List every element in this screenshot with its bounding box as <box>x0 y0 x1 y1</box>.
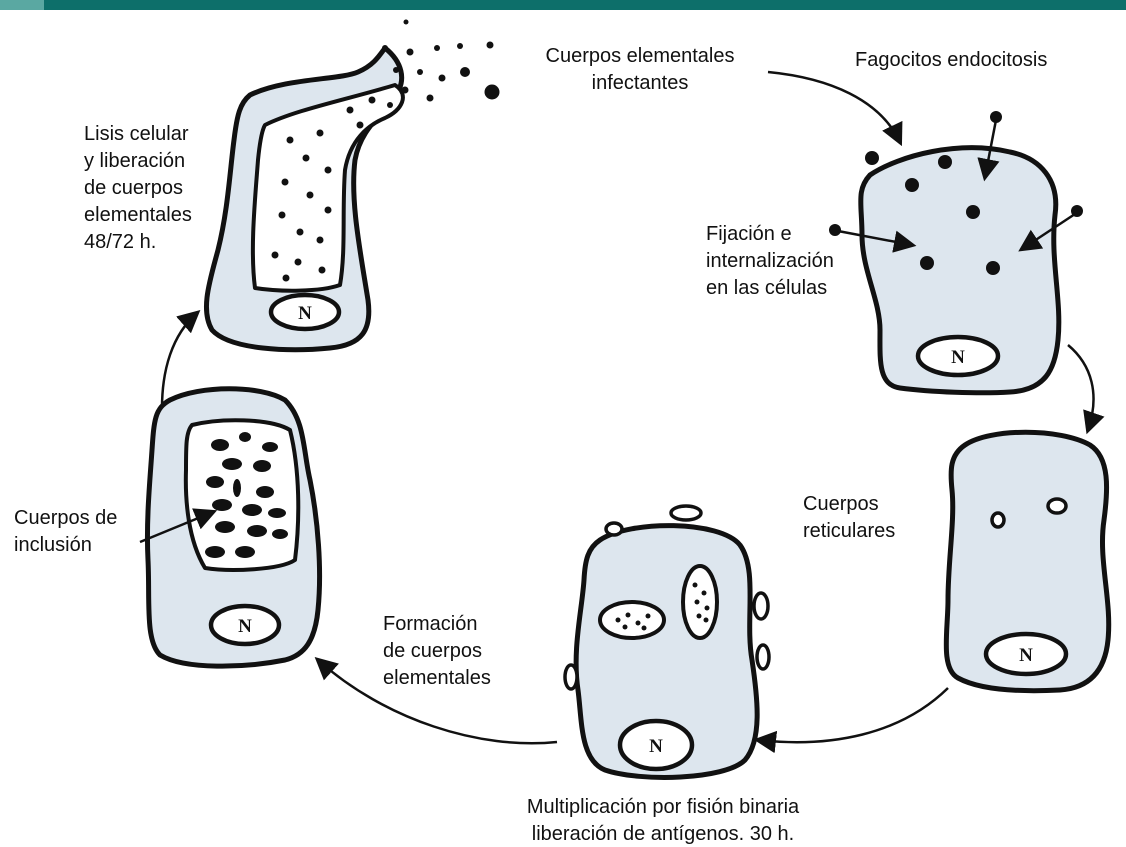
label-fijacion-3: en las células <box>706 277 827 299</box>
label-fijacion-2: internalización <box>706 250 834 272</box>
label-fijacion-1: Fijación e <box>706 223 792 245</box>
cell-infection: N <box>829 111 1083 393</box>
nucleus-label: N <box>238 616 252 637</box>
label-lisis-5: 48/72 h. <box>84 231 156 253</box>
label-lisis-1: Lisis celular <box>84 123 189 145</box>
label-lisis-3: de cuerpos <box>84 177 183 199</box>
label-lisis-4: elementales <box>84 204 192 226</box>
nucleus-label: N <box>649 736 663 757</box>
label-lisis-2: y liberación <box>84 150 185 172</box>
label-infectantes: infectantes <box>592 72 689 94</box>
label-multiplicacion-2: liberación de antígenos. 30 h. <box>532 823 794 845</box>
label-inclusion-1: Cuerpos de <box>14 507 117 529</box>
label-reticulares-2: reticulares <box>803 520 895 542</box>
nucleus-label: N <box>1019 645 1033 666</box>
label-fagocitos: Fagocitos endocitosis <box>855 49 1047 71</box>
cell-lysis: N <box>206 20 499 350</box>
cell-reticulate-bodies: N <box>946 432 1109 690</box>
label-formacion-3: elementales <box>383 667 491 689</box>
label-multiplicacion-1: Multiplicación por fisión binaria <box>527 796 800 818</box>
label-inclusion-2: inclusión <box>14 534 92 556</box>
label-cuerpos-elementales: Cuerpos elementales <box>546 45 735 67</box>
label-reticulares-1: Cuerpos <box>803 493 879 515</box>
cell-binary-fission: N <box>565 506 769 777</box>
nucleus-label: N <box>298 303 312 324</box>
label-formacion-2: de cuerpos <box>383 640 482 662</box>
nucleus-label: N <box>951 347 965 368</box>
label-formacion-1: Formación <box>383 613 477 635</box>
